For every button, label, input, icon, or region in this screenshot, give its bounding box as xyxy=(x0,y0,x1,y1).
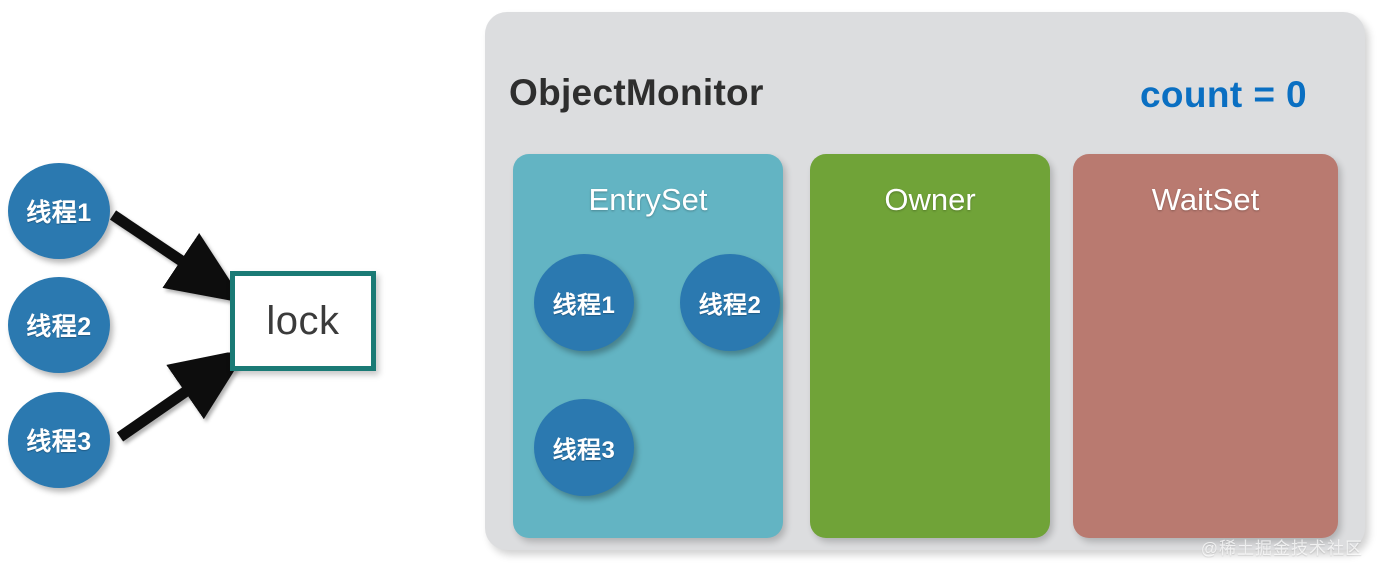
waiting-thread-label-1: 线程1 xyxy=(26,199,92,227)
waitset-region: WaitSet xyxy=(1073,154,1338,538)
entryset-region: EntrySet 线程1 线程2 线程3 xyxy=(513,154,783,538)
entryset-thread-circle-3: 线程3 xyxy=(534,399,634,496)
entryset-thread-label-3: 线程3 xyxy=(552,437,616,464)
entryset-title: EntrySet xyxy=(588,182,708,217)
entryset-thread-circle-2: 线程2 xyxy=(680,254,780,351)
waitset-title: WaitSet xyxy=(1151,182,1260,217)
object-monitor-panel: ObjectMonitor count = 0 EntrySet 线程1 线程2… xyxy=(485,12,1365,550)
waiting-thread-label-2: 线程2 xyxy=(26,313,92,341)
lock-box: lock xyxy=(230,271,376,371)
entryset-thread-label-2: 线程2 xyxy=(698,292,762,319)
arrow-thread1-to-lock xyxy=(109,210,245,304)
waiting-thread-circle-1: 线程1 xyxy=(8,163,110,259)
owner-region: Owner xyxy=(810,154,1050,538)
arrow-thread3-to-lock xyxy=(116,348,249,442)
lock-label: lock xyxy=(266,298,340,343)
object-monitor-title: ObjectMonitor xyxy=(509,72,764,113)
waiting-thread-label-3: 线程3 xyxy=(26,428,92,456)
entryset-thread-circle-1: 线程1 xyxy=(534,254,634,351)
count-label: count = 0 xyxy=(1139,74,1307,115)
watermark: @稀土掘金技术社区 xyxy=(1200,539,1363,558)
entryset-thread-label-1: 线程1 xyxy=(552,292,616,319)
waiting-thread-circle-2: 线程2 xyxy=(8,277,110,373)
waiting-thread-circle-3: 线程3 xyxy=(8,392,110,488)
owner-title: Owner xyxy=(884,182,976,217)
